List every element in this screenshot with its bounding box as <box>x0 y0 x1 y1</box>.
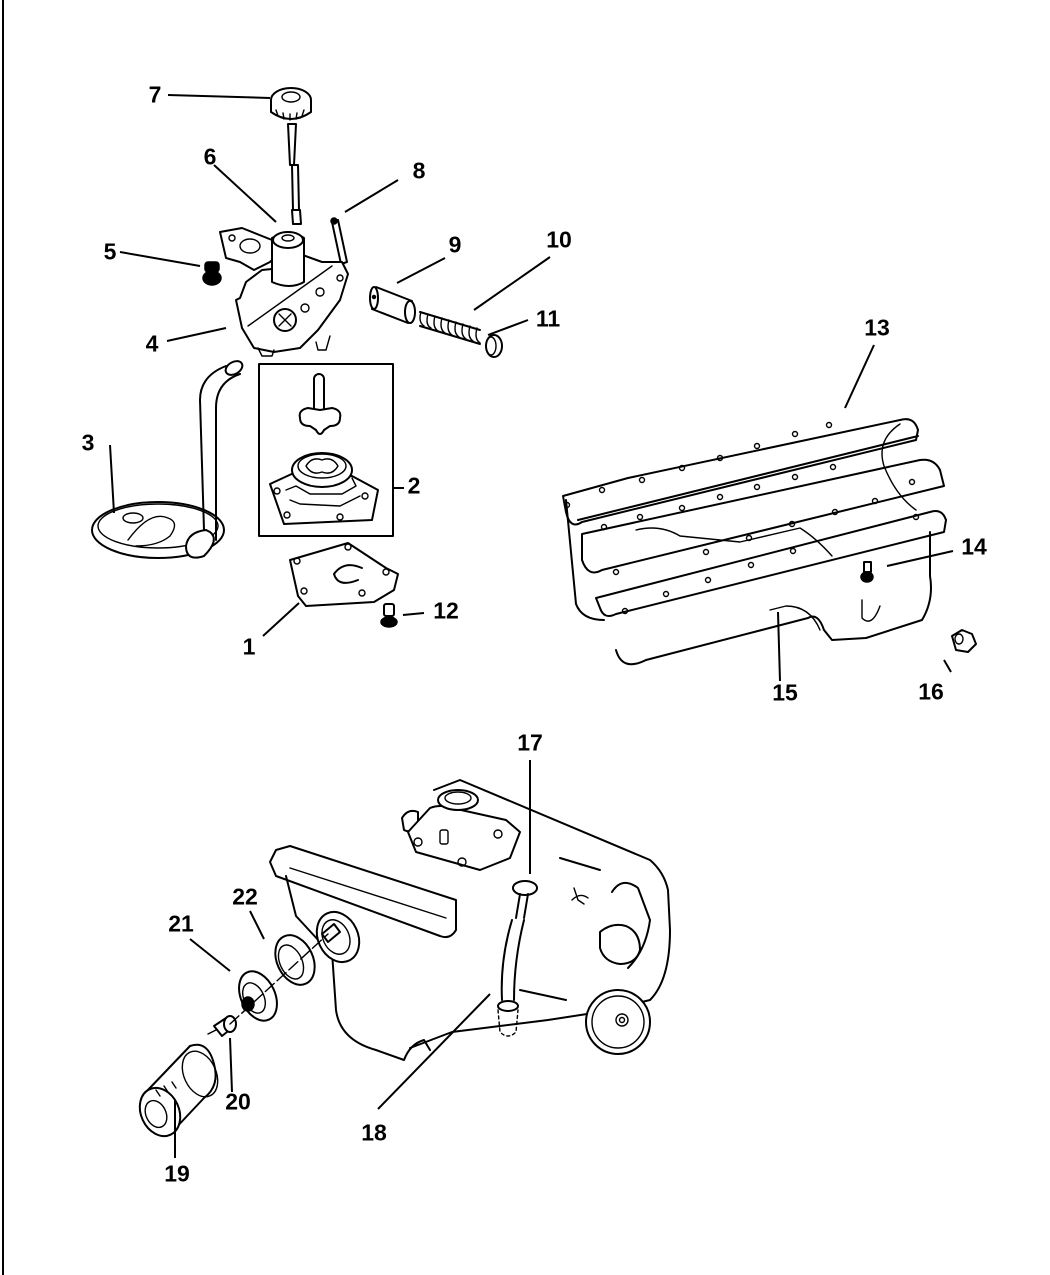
callout-7[interactable]: 7 <box>148 81 162 108</box>
part-filter-adapter[interactable] <box>232 965 285 1026</box>
callout-10[interactable]: 10 <box>546 226 572 253</box>
callout-3[interactable]: 3 <box>81 429 95 456</box>
callout-16[interactable]: 16 <box>918 678 944 705</box>
part-roll-pin[interactable] <box>330 217 348 265</box>
gasket-bolt-holes <box>563 421 920 615</box>
callout-9[interactable]: 9 <box>448 231 462 258</box>
part-oil-pan-bolt[interactable] <box>860 561 874 583</box>
callout-6[interactable]: 6 <box>203 143 217 170</box>
callout-1[interactable]: 1 <box>242 633 256 660</box>
part-filter-fitting[interactable] <box>207 1015 237 1037</box>
leader-lines <box>109 94 954 1158</box>
part-drain-plug[interactable] <box>951 629 977 653</box>
page-border-line <box>2 0 4 1275</box>
callout-20[interactable]: 20 <box>225 1088 251 1115</box>
callout-21[interactable]: 21 <box>168 910 194 937</box>
part-oil-pump-rotor-kit[interactable] <box>258 363 394 537</box>
part-adapter-gasket[interactable] <box>268 929 323 991</box>
callout-2[interactable]: 2 <box>407 472 421 499</box>
callout-15[interactable]: 15 <box>772 679 798 706</box>
callout-22[interactable]: 22 <box>232 883 258 910</box>
part-relief-valve-spring[interactable] <box>419 311 481 345</box>
part-drive-gear-shaft[interactable] <box>270 87 312 225</box>
part-relief-valve-plunger[interactable] <box>369 286 416 324</box>
callout-4[interactable]: 4 <box>145 330 159 357</box>
part-oil-pickup-tube[interactable] <box>91 358 245 559</box>
part-oil-pump-body[interactable] <box>219 227 349 357</box>
part-oil-pan[interactable] <box>565 499 932 666</box>
callout-19[interactable]: 19 <box>164 1160 190 1187</box>
callout-17[interactable]: 17 <box>517 729 543 756</box>
callout-11[interactable]: 11 <box>535 305 561 332</box>
part-oil-filter[interactable] <box>132 1043 224 1143</box>
callout-13[interactable]: 13 <box>864 314 890 341</box>
engine-block <box>269 779 671 1061</box>
part-retainer-cap[interactable] <box>485 334 503 358</box>
part-dipstick[interactable] <box>512 880 538 919</box>
assembly-axis-line <box>229 933 329 1025</box>
part-oil-pan-gasket[interactable] <box>562 418 947 617</box>
part-dipstick-tube[interactable] <box>497 919 525 1037</box>
part-oil-pump-cover[interactable] <box>289 542 399 607</box>
callout-18[interactable]: 18 <box>361 1119 387 1146</box>
callout-5[interactable]: 5 <box>103 238 117 265</box>
callout-12[interactable]: 12 <box>433 597 459 624</box>
part-filter-mounting-boss <box>315 910 361 964</box>
part-cover-bolt[interactable] <box>380 603 398 628</box>
part-bolt-5[interactable] <box>202 261 222 286</box>
callout-14[interactable]: 14 <box>961 533 987 560</box>
callout-8[interactable]: 8 <box>412 157 426 184</box>
